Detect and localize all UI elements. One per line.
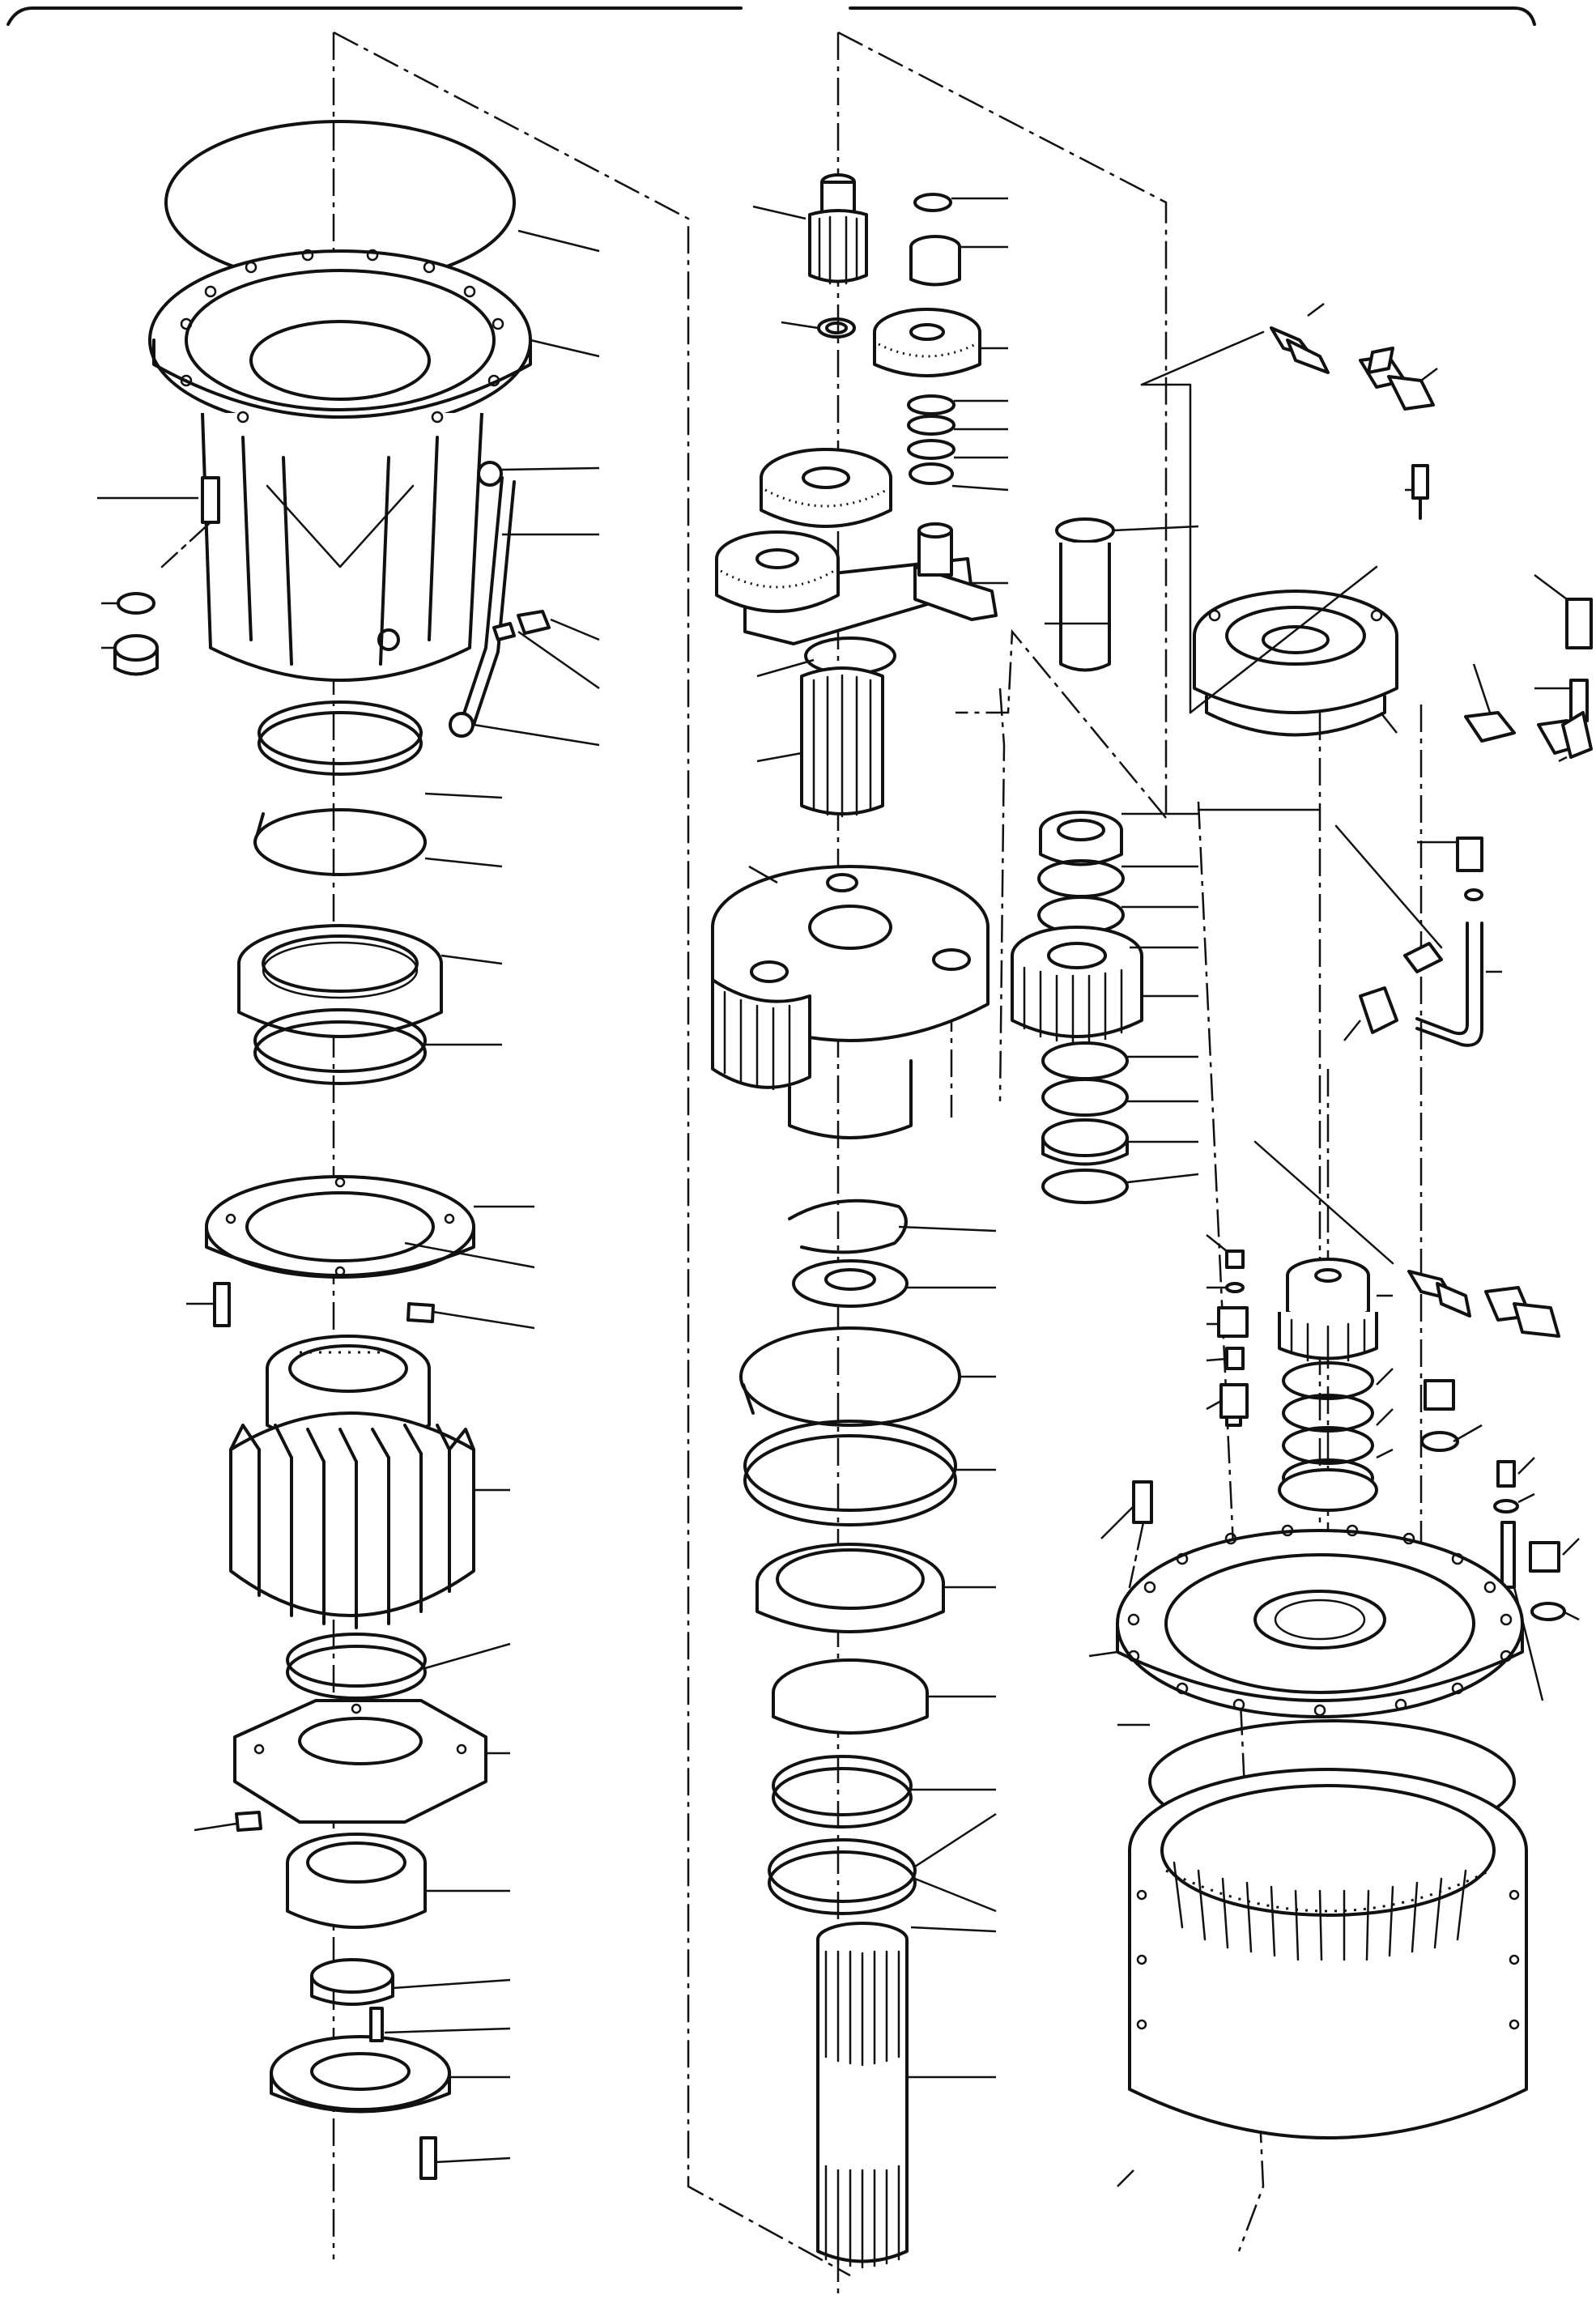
shaft-washer (817, 317, 856, 338)
needle-bearing-upper (909, 235, 961, 287)
center-leader-lines (748, 197, 1199, 2079)
shaft-seals (768, 1755, 917, 1915)
planet-gear-upper-right (873, 308, 981, 377)
upper-union-fitting (1270, 326, 1330, 374)
reduction-cover-plate (1116, 1524, 1524, 1718)
center-offset-axis (837, 31, 1168, 818)
brake-springs (1282, 1361, 1374, 1497)
guide-sleeve (1055, 517, 1115, 672)
planet-pin (917, 522, 953, 577)
planet-lower-washers (1041, 1041, 1129, 1204)
fitting-connectors (1140, 330, 1443, 1265)
retaining-spring-ring (739, 1326, 961, 1427)
breather-fittings (1217, 1250, 1249, 1427)
center-assembly (711, 31, 1168, 2299)
retaining-ring (253, 808, 427, 876)
snap-ring-small (913, 193, 952, 212)
small-bolts-right-of-housing (492, 610, 551, 641)
bearing-spacer-ring (253, 1008, 427, 1085)
right-leader-lines (1088, 303, 1580, 2187)
end-cap-bolt (419, 2136, 437, 2180)
pipe-connector (1415, 837, 1483, 1047)
planet-gear-stage-2 (1011, 926, 1143, 1045)
right-elbow-fittings (1464, 598, 1593, 759)
planet-gear-front (715, 530, 840, 613)
planet-carrier-lower (711, 865, 990, 1139)
snap-ring-large (788, 1198, 908, 1254)
lower-bearing-housing (233, 1699, 487, 1824)
lower-seal-ring (286, 1633, 427, 1700)
planet-gear-rear (760, 448, 892, 528)
right-assembly (1116, 326, 1593, 2252)
left-assembly (113, 31, 851, 2277)
cover-hex-bolt (1128, 1480, 1153, 1589)
seal-ring-lower (743, 1420, 957, 1526)
lower-tee-fitting (1484, 1286, 1560, 1338)
housing-side-bolt (160, 476, 220, 568)
left-leader-lines (97, 229, 600, 2164)
output-pinion-shaft (816, 1922, 909, 2269)
second-sun-gear (800, 666, 884, 818)
lower-housing-bolt (235, 1811, 262, 1832)
upper-tee-fitting (1359, 347, 1435, 411)
frame-border (6, 6, 1536, 26)
thrust-plate (792, 1259, 909, 1308)
drain-plug (113, 592, 159, 676)
swing-brake-housing (1193, 590, 1398, 737)
lower-roller-bearing (286, 1833, 427, 1929)
left-offset-axis (333, 31, 851, 2277)
taper-bearing-outer (755, 1543, 945, 1633)
pipe-elbow-fittings (1359, 942, 1443, 1034)
motor-shaft-coupling (1278, 1258, 1378, 1366)
lower-union-fitting (1407, 1270, 1471, 1318)
sun-gear-shaft (808, 173, 868, 285)
ring-gear (1128, 1768, 1528, 2139)
brake-piston (1278, 1468, 1378, 1512)
center-offset-axis-lower (955, 628, 1167, 819)
seal-ring-upper (257, 700, 423, 776)
needle-bearing-planet (1039, 811, 1123, 866)
housing-bolt-holes (180, 249, 504, 424)
thrust-washers (907, 394, 955, 485)
cover-bolts (213, 1282, 435, 1327)
lower-bushing (310, 1958, 394, 2006)
bearing-cover-flange (205, 1175, 475, 1279)
pinion-gear (229, 1335, 475, 1629)
brake-cap-bolt (1411, 464, 1429, 520)
planet-thrust-washer (1037, 859, 1125, 935)
end-cap-plate (270, 2007, 451, 2114)
taper-bearing-cup (772, 1658, 929, 1735)
upper-roller-bearing (237, 924, 443, 1038)
